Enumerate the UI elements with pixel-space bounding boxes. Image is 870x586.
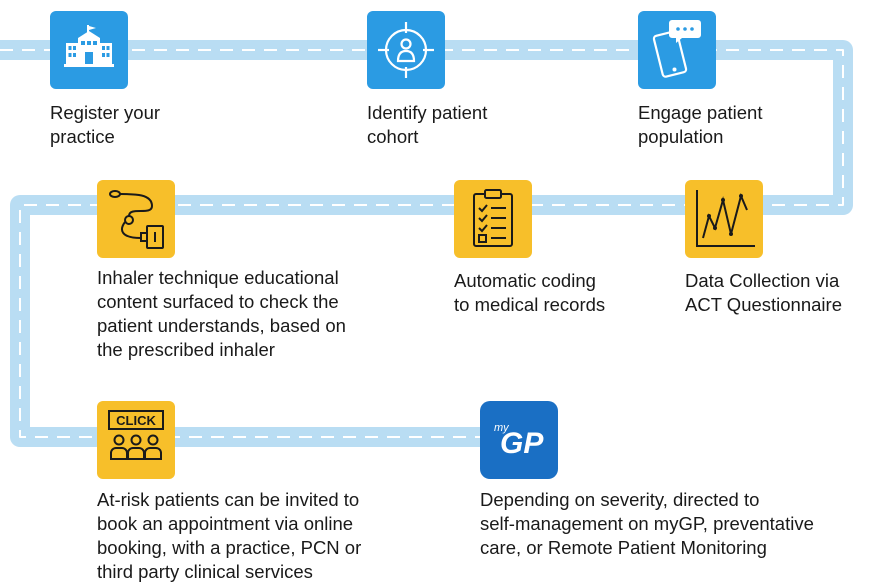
step-7-icon: CLICK bbox=[97, 401, 175, 479]
label-line: practice bbox=[50, 126, 115, 147]
label-line: Engage patient bbox=[638, 102, 763, 123]
step-3-icon bbox=[638, 11, 716, 89]
label-line: Inhaler technique educational bbox=[97, 267, 339, 288]
mygp-logo-small: my bbox=[494, 422, 510, 434]
step-5-icon bbox=[454, 180, 532, 258]
mygp-logo-big: GP bbox=[500, 427, 544, 460]
step-8-label: Depending on severity, directed to self-m… bbox=[480, 488, 814, 560]
phone-message-icon bbox=[652, 20, 701, 78]
label-line: care, or Remote Patient Monitoring bbox=[480, 537, 767, 558]
label-line: Automatic coding bbox=[454, 270, 596, 291]
click-icon-text: CLICK bbox=[116, 413, 156, 428]
step-1-icon bbox=[50, 11, 128, 89]
label-line: ACT Questionnaire bbox=[685, 294, 842, 315]
label-line: Register your bbox=[50, 102, 161, 123]
step-8-icon: my GP bbox=[480, 401, 558, 479]
label-line: the prescribed inhaler bbox=[97, 339, 275, 360]
label-line: book an appointment via online bbox=[97, 513, 354, 534]
label-line: booking, with a practice, PCN or bbox=[97, 537, 362, 558]
label-line: self-management on myGP, preventative bbox=[480, 513, 814, 534]
click-booking-icon: CLICK bbox=[108, 410, 164, 460]
label-line: At-risk patients can be invited to bbox=[97, 489, 360, 510]
step-1-label: Register your practice bbox=[50, 101, 160, 149]
label-line: to medical records bbox=[454, 294, 606, 315]
line-graph-icon bbox=[696, 190, 755, 247]
label-line: population bbox=[638, 126, 724, 147]
step-3-label: Engage patient population bbox=[638, 101, 762, 149]
label-line: Depending on severity, directed to bbox=[480, 489, 760, 510]
label-line: third party clinical services bbox=[97, 561, 313, 582]
label-line: patient understands, based on bbox=[97, 315, 346, 336]
step-4-icon bbox=[685, 180, 763, 258]
inhaler-icon bbox=[109, 190, 164, 249]
label-line: content surfaced to check the bbox=[97, 291, 339, 312]
target-person-icon bbox=[378, 22, 434, 78]
step-5-label: Automatic coding to medical records bbox=[454, 269, 605, 317]
step-2-icon bbox=[367, 11, 445, 89]
label-line: Identify patient bbox=[367, 102, 488, 123]
step-6-icon bbox=[97, 180, 175, 258]
step-7-label: At-risk patients can be invited to book a… bbox=[97, 488, 361, 584]
school-building-icon bbox=[64, 25, 114, 67]
label-line: cohort bbox=[367, 126, 419, 147]
step-2-label: Identify patient cohort bbox=[367, 101, 487, 149]
step-6-label: Inhaler technique educational content sur… bbox=[97, 266, 346, 362]
mygp-logo-icon: my GP bbox=[494, 422, 544, 460]
clipboard-checklist-icon bbox=[473, 189, 513, 247]
label-line: Data Collection via bbox=[685, 270, 840, 291]
